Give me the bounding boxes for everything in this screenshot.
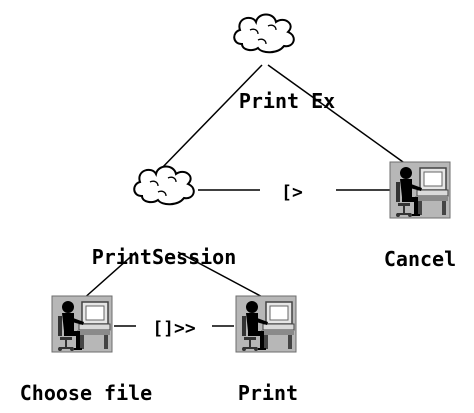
edge-root-to-cancel	[267, 64, 411, 168]
node-choose-file-label: Choose file	[20, 381, 152, 405]
node-root: Print Ex	[233, 13, 335, 113]
operator-enabling-with-info: []>>	[152, 318, 196, 339]
node-print-label: Print	[238, 381, 298, 405]
node-cancel-label: Cancel	[384, 247, 456, 271]
edge-session-to-choose-file	[81, 251, 137, 301]
cloud-icon	[133, 165, 195, 206]
node-print: Print	[235, 295, 298, 405]
operator-disabling: [>	[281, 182, 303, 203]
node-root-label: Print Ex	[239, 89, 335, 113]
node-cancel: Cancel	[384, 161, 456, 271]
cloud-icon	[233, 13, 295, 54]
node-session-label: PrintSession	[92, 245, 237, 269]
user-at-computer-icon	[389, 161, 451, 219]
user-at-computer-icon	[51, 295, 113, 353]
user-at-computer-icon	[235, 295, 297, 353]
connectors	[81, 64, 411, 327]
edge-session-to-print	[177, 251, 269, 301]
edge-root-to-session	[157, 64, 263, 173]
node-session: PrintSession	[92, 165, 237, 269]
node-choose-file: Choose file	[20, 295, 152, 405]
